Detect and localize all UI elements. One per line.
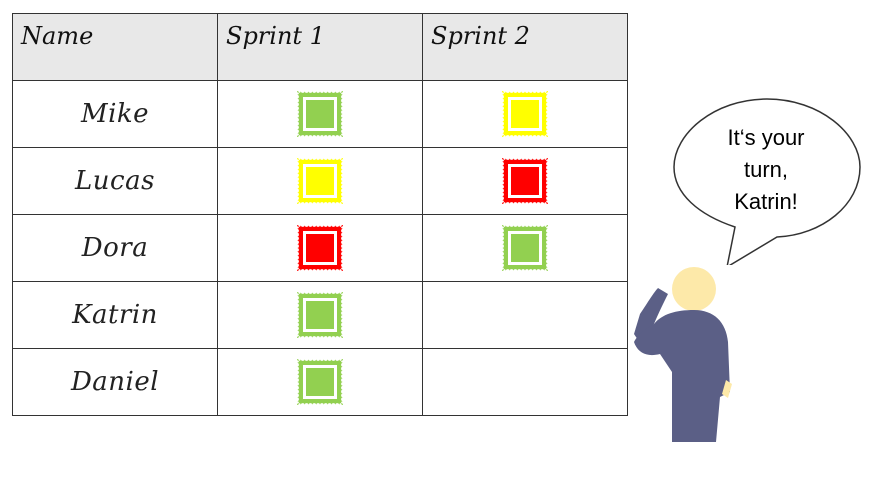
stamp-fill [306,100,334,128]
sprint-2-cell [422,348,628,416]
red-stamp-icon [294,222,346,274]
sprint-1-cell [217,147,423,215]
person-head [672,267,716,311]
person-raised-arm [634,288,668,340]
speech-line-1: It‘s your [727,125,805,150]
table-row: Katrin [12,281,628,349]
table-row: Daniel [12,348,628,416]
sprint-2-cell [422,147,628,215]
column-header-name: Name [12,13,218,81]
speech-bubble [673,98,861,265]
speech-line-3: Katrin! [734,189,798,214]
green-stamp-icon [499,222,551,274]
yellow-stamp-icon [294,155,346,207]
table-row: Lucas [12,147,628,215]
sprint-1-cell [217,80,423,148]
sprint-1-cell [217,348,423,416]
name-cell: Dora [12,214,218,282]
table-row: Mike [12,80,628,148]
column-header-sprint-2: Sprint 2 [422,13,628,81]
sprint-2-cell [422,281,628,349]
stamp-fill [511,167,539,195]
person-hand [722,380,732,398]
speech-bubble-text: It‘s your turn, Katrin! [700,122,832,218]
stamp-fill [306,234,334,262]
column-header-sprint-1: Sprint 1 [217,13,423,81]
green-stamp-icon [294,356,346,408]
green-stamp-icon [294,289,346,341]
person-body [634,310,730,442]
green-stamp-icon [294,88,346,140]
name-cell: Katrin [12,281,218,349]
yellow-stamp-icon [499,88,551,140]
speech-line-2: turn, [743,157,789,182]
stamp-fill [306,368,334,396]
name-cell: Mike [12,80,218,148]
sprint-1-cell [217,214,423,282]
person-figure [634,267,732,442]
sprint-2-cell [422,80,628,148]
red-stamp-icon [499,155,551,207]
table-row: Dora [12,214,628,282]
stamp-fill [511,234,539,262]
header-row: Name Sprint 1 Sprint 2 [12,13,628,81]
stamp-fill [306,301,334,329]
stamp-fill [511,100,539,128]
sprint-1-cell [217,281,423,349]
stamp-fill [306,167,334,195]
name-cell: Daniel [12,348,218,416]
sprint-2-cell [422,214,628,282]
speech-bubble-outline [673,98,861,265]
name-cell: Lucas [12,147,218,215]
